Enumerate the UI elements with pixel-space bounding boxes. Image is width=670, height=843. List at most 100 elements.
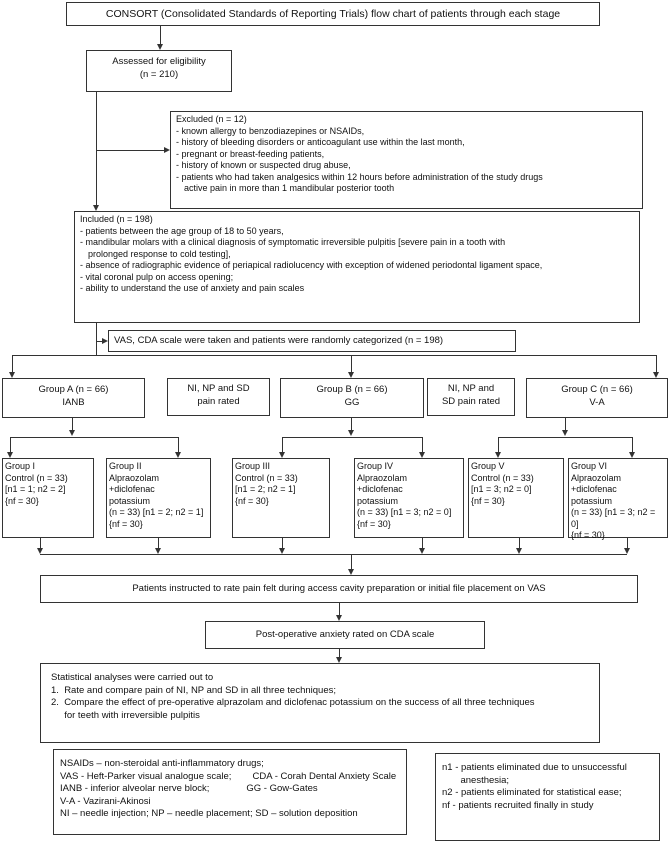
list-item: - vital coronal pulp on access opening; xyxy=(80,271,234,282)
connector xyxy=(632,437,633,452)
arrow-head xyxy=(652,372,659,378)
text-line: 2. Compare the effect of pre-operative a… xyxy=(51,697,535,709)
postop-box: Post-operative anxiety rated on CDA scal… xyxy=(205,621,485,649)
subgroup-line: potassium xyxy=(357,495,399,506)
arrow-head xyxy=(347,430,354,436)
arrow-head xyxy=(347,569,354,575)
arrow-head xyxy=(347,372,354,378)
list-item: - history of bleeding disorders or antic… xyxy=(176,137,465,148)
subgroup-line: {nf = 30} xyxy=(357,518,391,529)
arrow-head xyxy=(68,430,75,436)
group-c-label: Group C (n = 66) xyxy=(561,384,633,395)
arrow-head xyxy=(628,452,635,458)
list-item: - patients between the age group of 18 t… xyxy=(80,225,284,236)
subgroup-line: Alpraozolam xyxy=(571,472,622,483)
text-line: V-A - Vazirani-Akinosi xyxy=(60,795,151,807)
assessed-n: (n = 210) xyxy=(139,68,179,80)
connector xyxy=(72,418,73,430)
arrow-head xyxy=(418,548,425,554)
list-item: - mandibular molars with a clinical diag… xyxy=(80,237,506,248)
connector xyxy=(282,437,283,452)
connector xyxy=(519,538,520,548)
subgroup-line: Group I xyxy=(5,461,36,471)
connector xyxy=(339,649,340,657)
text-line: n1 - patients eliminated due to unsucces… xyxy=(442,762,627,773)
list-item: - known allergy to benzodiazepines or NS… xyxy=(176,125,365,136)
arrow-head xyxy=(92,205,99,211)
subgroup-line: Control (n = 33) xyxy=(235,472,298,483)
connector xyxy=(282,538,283,548)
assessed-box: Assessed for eligibility (n = 210) xyxy=(86,50,232,92)
text-line: 1. Rate and compare pain of NI, NP and S… xyxy=(51,684,336,696)
subgroup-line: (n = 33) [n1 = 2; n2 = 1] xyxy=(109,507,204,518)
connector xyxy=(96,341,102,342)
subgroup-line: Alpraozolam xyxy=(109,472,160,483)
arrow-head xyxy=(36,548,43,554)
legend-list: n1 - patients eliminated due to unsucces… xyxy=(442,762,653,812)
subgroup-line: [n1 = 3; n2 = 0] xyxy=(471,484,532,495)
list-item: prolonged response to cold testing], xyxy=(88,248,231,259)
list-item: - patients who had taken analgesics with… xyxy=(176,171,543,182)
connector xyxy=(339,603,340,615)
subgroup-line: Control (n = 33) xyxy=(5,472,68,483)
text-line: n2 - patients eliminated for statistical… xyxy=(442,787,622,799)
subgroup-line: Control (n = 33) xyxy=(471,472,534,483)
text-line: VAS - Heft-Parker visual analogue scale;… xyxy=(60,770,397,782)
text-line: nf - patients recruited finally in study xyxy=(442,799,594,811)
arrow-head xyxy=(418,452,425,458)
group-b-label: Group B (n = 66) xyxy=(316,384,388,395)
arrow-head xyxy=(154,548,161,554)
included-list: - patients between the age group of 18 t… xyxy=(80,226,634,295)
abbreviations-box: NSAIDs – non-steroidal anti-inflammatory… xyxy=(53,749,407,835)
subgroup-line: (n = 33) [n1 = 3; n2 = 0] xyxy=(571,507,656,529)
connector xyxy=(178,437,179,452)
subgroup-line: [n1 = 1; n2 = 2] xyxy=(5,484,66,495)
text-line: NI – needle injection; NP – needle place… xyxy=(60,808,358,820)
arrow-head xyxy=(335,615,342,621)
instructed-box: Patients instructed to rate pain felt du… xyxy=(40,575,638,603)
connector xyxy=(158,538,159,548)
arrow-head xyxy=(6,452,13,458)
connector xyxy=(40,554,627,555)
abbreviations-list: NSAIDs – non-steroidal anti-inflammatory… xyxy=(60,758,400,821)
connector xyxy=(96,323,97,341)
arrow-head xyxy=(494,452,501,458)
group-b-box: Group B (n = 66) GG xyxy=(280,378,424,418)
connector xyxy=(282,437,422,438)
pain-rated-ab-line1: NI, NP and SD xyxy=(187,383,250,394)
arrow-head xyxy=(623,548,630,554)
subgroup-line: (n = 33) [n1 = 3; n2 = 0] xyxy=(357,507,452,518)
list-item: active pain in more than 1 mandibular po… xyxy=(184,183,395,194)
legend-box: n1 - patients eliminated due to unsucces… xyxy=(435,753,660,841)
subgroup-line: potassium xyxy=(109,495,151,506)
connector xyxy=(96,92,97,205)
randomized-box: VAS, CDA scale were taken and patients w… xyxy=(108,330,516,352)
connector xyxy=(351,418,352,430)
text-line: NSAIDs – non-steroidal anti-inflammatory… xyxy=(60,758,264,769)
group-a-technique: IANB xyxy=(62,396,85,408)
connector xyxy=(498,437,632,438)
subgroup-line: [n1 = 2; n2 = 1] xyxy=(235,484,296,495)
arrow-head xyxy=(278,548,285,554)
connector xyxy=(627,538,628,548)
statistics-intro: Statistical analyses were carried out to xyxy=(51,672,214,683)
statistics-list: 1. Rate and compare pain of NI, NP and S… xyxy=(51,685,589,723)
arrow-head xyxy=(156,44,163,50)
group-a-label: Group A (n = 66) xyxy=(38,384,109,395)
text-line: anesthesia; xyxy=(442,774,510,786)
excluded-box: Excluded (n = 12) - known allergy to ben… xyxy=(170,111,643,209)
connector xyxy=(422,538,423,548)
connector xyxy=(40,538,41,548)
included-box: Included (n = 198) - patients between th… xyxy=(74,211,640,323)
subgroup-line: Group II xyxy=(109,461,142,471)
subgroup-line: {nf = 30} xyxy=(571,530,605,541)
text-line: IANB - inferior alveolar nerve block; GG… xyxy=(60,783,318,795)
list-item: - absence of radiographic evidence of pe… xyxy=(80,260,543,271)
pain-rated-bc-line1: NI, NP and xyxy=(447,383,495,394)
